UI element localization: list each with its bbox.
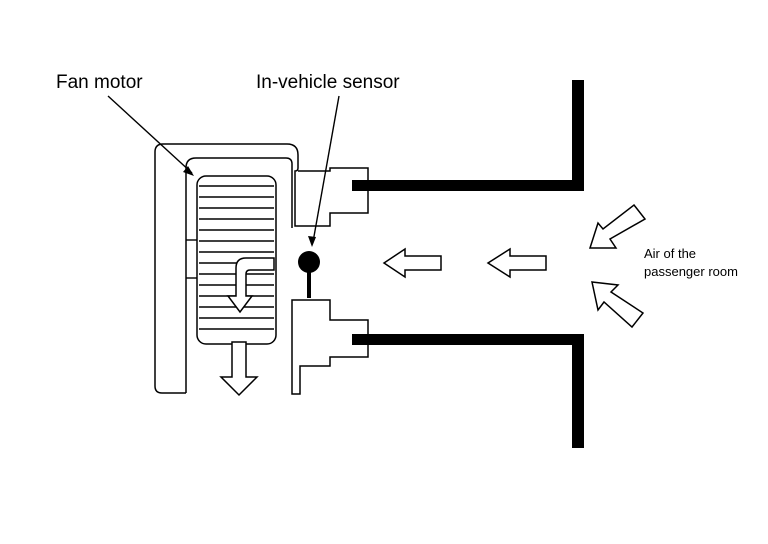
air-label-line2: passenger room — [644, 264, 738, 279]
duct-wall-lower — [352, 334, 584, 448]
fan-motor-leader — [107, 95, 193, 174]
sensor-stem — [307, 272, 311, 298]
fan-motor-mount — [186, 239, 197, 279]
outlet-arrow — [219, 341, 259, 397]
sensor-leader — [312, 95, 340, 243]
sensor-leader-head — [308, 236, 316, 247]
fan-motor-label: Fan motor — [56, 72, 143, 93]
in-vehicle-sensor — [298, 251, 320, 273]
housing-outer-edge — [185, 157, 293, 393]
air-arrow-upper — [588, 203, 647, 249]
fan-motor-leader-head — [183, 166, 194, 176]
air-arrow-lower — [591, 281, 645, 329]
flow-arrow-left-1 — [382, 247, 442, 279]
in-vehicle-sensor-label: In-vehicle sensor — [256, 72, 400, 93]
air-label-line1: Air of the — [644, 246, 696, 261]
housing-lower — [291, 299, 369, 395]
fan-housing — [154, 143, 369, 394]
duct-wall-upper — [352, 80, 584, 191]
flow-arrow-left-2 — [486, 247, 547, 279]
internal-flow-arrow — [226, 257, 275, 314]
